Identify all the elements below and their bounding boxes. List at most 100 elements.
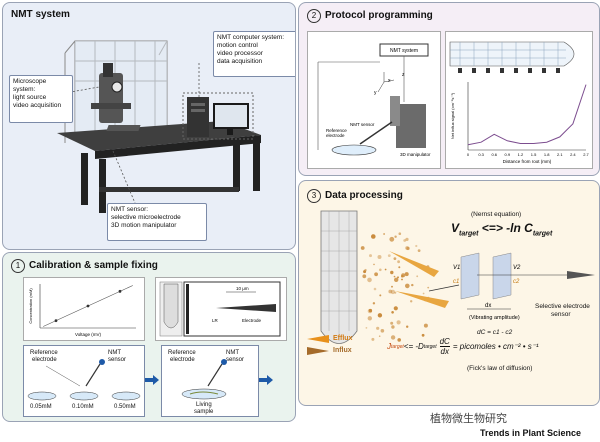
dc-label: dC = c1 - c2 bbox=[477, 329, 513, 336]
calibration-solutions-box: Reference electrode NMT sensor 0.05mM 0.… bbox=[23, 345, 145, 417]
flux-dot bbox=[417, 249, 421, 252]
watermark-text: 植物微生物研究 bbox=[430, 413, 507, 425]
setup-illustration: NMT system Reference electrode NMT senso… bbox=[317, 43, 431, 157]
sensor-label-2: selective microelectrode bbox=[111, 214, 181, 221]
flux-dot bbox=[391, 311, 394, 314]
flux-dot bbox=[371, 337, 375, 341]
data-processing-title-text: Data processing bbox=[325, 190, 403, 201]
step-number: 2 bbox=[307, 9, 321, 23]
sensor-callout: NMT sensor: selective microelectrode 3D … bbox=[107, 203, 207, 241]
ls-ref-electrode-1: Reference bbox=[168, 350, 196, 356]
computer-label-1: NMT computer system: bbox=[217, 34, 285, 41]
x-tick-label: 0.9 bbox=[505, 152, 511, 157]
flux-dot bbox=[415, 244, 418, 248]
flux-dot bbox=[393, 306, 398, 311]
flux-dot bbox=[389, 236, 395, 242]
root-scan-illustration bbox=[449, 41, 575, 73]
flux-dot bbox=[416, 275, 419, 278]
flux-dot bbox=[390, 335, 396, 340]
flux-dot bbox=[378, 335, 381, 337]
solution-dishes bbox=[27, 359, 141, 401]
flux-dot bbox=[411, 283, 414, 287]
flux-dot bbox=[377, 313, 383, 318]
efflux-label: Efflux bbox=[333, 335, 353, 342]
calibration-point bbox=[54, 319, 58, 323]
flux-dot bbox=[405, 246, 409, 250]
flux-dot bbox=[397, 276, 399, 279]
axis-y-label: y bbox=[374, 90, 377, 96]
flux-dot bbox=[398, 266, 401, 269]
fick-dx: dx bbox=[440, 347, 449, 356]
flux-dot bbox=[427, 286, 430, 289]
calibration-point bbox=[86, 304, 90, 308]
computer-label-2: motion control bbox=[217, 42, 258, 49]
y-axis-label: Net influx signal (cm⁻²s⁻¹) bbox=[450, 92, 455, 139]
x-tick-label: 0.6 bbox=[491, 152, 497, 157]
reference-electrode-label-1: Reference bbox=[326, 128, 347, 133]
x-tick-label: 2.7 bbox=[583, 152, 589, 157]
selective-sensor-label-2: sensor bbox=[551, 311, 571, 318]
nmt-system-panel: NMT system bbox=[2, 2, 296, 250]
protocol-title-text: Protocol programming bbox=[325, 10, 433, 21]
flux-dot bbox=[391, 285, 393, 288]
flux-dot bbox=[401, 273, 406, 278]
flux-dot bbox=[379, 294, 382, 297]
living-sample-dish bbox=[181, 359, 227, 400]
electrode-diagram: V1 V2 c1 c2 dx (Vibrating amplitude) bbox=[453, 252, 595, 321]
flux-dot bbox=[405, 237, 409, 241]
computer-callout: NMT computer system: motion control vide… bbox=[213, 31, 295, 77]
ls-nmt-sensor-1: NMT bbox=[226, 350, 239, 356]
x-tick-label: 1.5 bbox=[531, 152, 537, 157]
dx-note: (Vibrating amplitude) bbox=[469, 315, 520, 321]
ls-ref-electrode-2: electrode bbox=[170, 357, 195, 363]
flux-dot bbox=[423, 323, 428, 328]
flux-dot bbox=[397, 260, 400, 264]
nmt-rig-illustration bbox=[57, 40, 261, 213]
living-sample-label-1: Living bbox=[196, 402, 212, 408]
flux-dot bbox=[379, 268, 382, 272]
flux-dot bbox=[363, 270, 367, 274]
x-tick-label: 2.4 bbox=[570, 152, 576, 157]
concentration-3: 0.50mM bbox=[114, 404, 136, 410]
nmt-sensor-label-2: sensor bbox=[108, 357, 127, 363]
anti-vibration-table bbox=[57, 121, 261, 213]
calibration-chart: Voltage (mV) Concentration (mM) bbox=[28, 284, 136, 337]
micro-electrode-label: Electrode bbox=[242, 318, 262, 323]
flux-dot bbox=[373, 287, 377, 291]
arrow-right-icon bbox=[145, 375, 159, 385]
sensor-label-1: NMT sensor: bbox=[111, 206, 149, 213]
flux-dot bbox=[383, 233, 385, 235]
nernst-label: (Nernst equation) bbox=[471, 211, 522, 218]
nmt-system-box-label: NMT system bbox=[390, 48, 418, 54]
flux-dot bbox=[367, 277, 372, 283]
fick-mid: <= -D bbox=[403, 342, 424, 351]
micro-view-illustration: 10 μm LR Electrode bbox=[159, 281, 281, 337]
dx-label: dx bbox=[485, 303, 491, 309]
flux-dot bbox=[384, 268, 387, 271]
computer-icon bbox=[187, 97, 249, 137]
protocol-panel: 2 Protocol programming NMT system Referen… bbox=[298, 2, 600, 176]
x-axis-label: Voltage (mV) bbox=[75, 332, 102, 337]
journal-name: Trends in Plant Science bbox=[480, 428, 582, 438]
flux-dot bbox=[362, 274, 367, 279]
eq-v-sub: target bbox=[459, 230, 479, 238]
eq-c-sub: target bbox=[532, 230, 553, 238]
x-tick-label: 1.2 bbox=[518, 152, 524, 157]
arrow-right-icon bbox=[259, 375, 273, 385]
ref-electrode-label-1: Reference bbox=[30, 350, 58, 356]
flux-dot bbox=[368, 308, 373, 313]
ls-nmt-sensor-2: sensor bbox=[226, 357, 245, 363]
calibration-point bbox=[118, 289, 122, 293]
v1-label: V1 bbox=[453, 265, 460, 271]
flux-dot bbox=[360, 246, 365, 250]
nmt-sensor-label-1: NMT bbox=[108, 350, 121, 356]
manipulator-label: 3D manipulator bbox=[400, 152, 431, 157]
influx-label: Influx bbox=[333, 347, 352, 354]
y-axis-label: Concentration (mM) bbox=[28, 288, 33, 324]
selective-sensor-label-1: Selective electrode bbox=[535, 303, 590, 310]
